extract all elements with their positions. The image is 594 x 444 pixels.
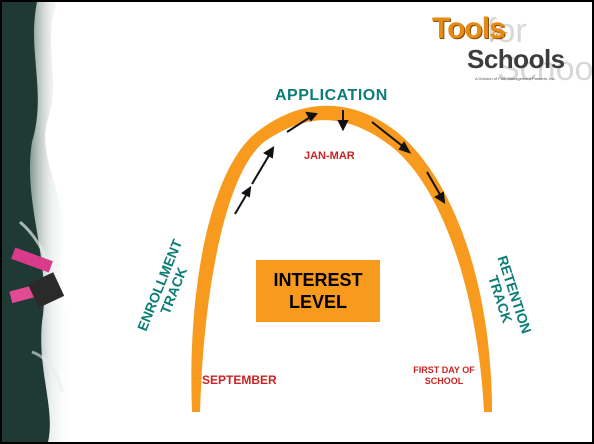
interest-level-box: INTEREST LEVEL: [256, 260, 380, 322]
chalk-eraser: [27, 272, 65, 308]
arrow-3-head: [305, 111, 318, 122]
logo-tagline: A Division of Park Management Partners, …: [475, 76, 556, 81]
arrow-3: [286, 115, 313, 133]
logo-word-tools: Tools: [432, 12, 506, 45]
arrow-5-head: [434, 191, 446, 204]
logo-word-schools: Schools: [467, 44, 565, 74]
arrow-5: [426, 171, 443, 199]
logo-watermark-1: for: [487, 12, 527, 50]
arrow-2-head: [263, 146, 275, 159]
peak-date-label: JAN-MAR: [304, 150, 355, 162]
arrow-4: [371, 121, 406, 149]
chalk-pink: [11, 247, 53, 273]
end-date-label: FIRST DAY OF SCHOOL: [413, 365, 475, 386]
logo-word-for: for: [492, 26, 508, 41]
interest-level-line2: LEVEL: [288, 292, 347, 312]
arc-arrows: [234, 110, 446, 215]
arrow-peak-head: [337, 120, 349, 132]
tools-for-schools-logo: for Schools Tools for Schools A Division…: [407, 6, 594, 98]
interest-level-line1: INTEREST: [273, 270, 363, 290]
chalkboard-background: [2, 2, 72, 442]
arrow-2: [251, 151, 272, 185]
arrow-1: [234, 191, 249, 215]
arrow-1-head: [241, 185, 252, 198]
logo-watermark-2: Schools: [497, 50, 594, 88]
application-label: APPLICATION: [275, 87, 388, 104]
arrow-4-head: [398, 141, 412, 154]
start-date-label: SEPTEMBER: [202, 373, 277, 387]
